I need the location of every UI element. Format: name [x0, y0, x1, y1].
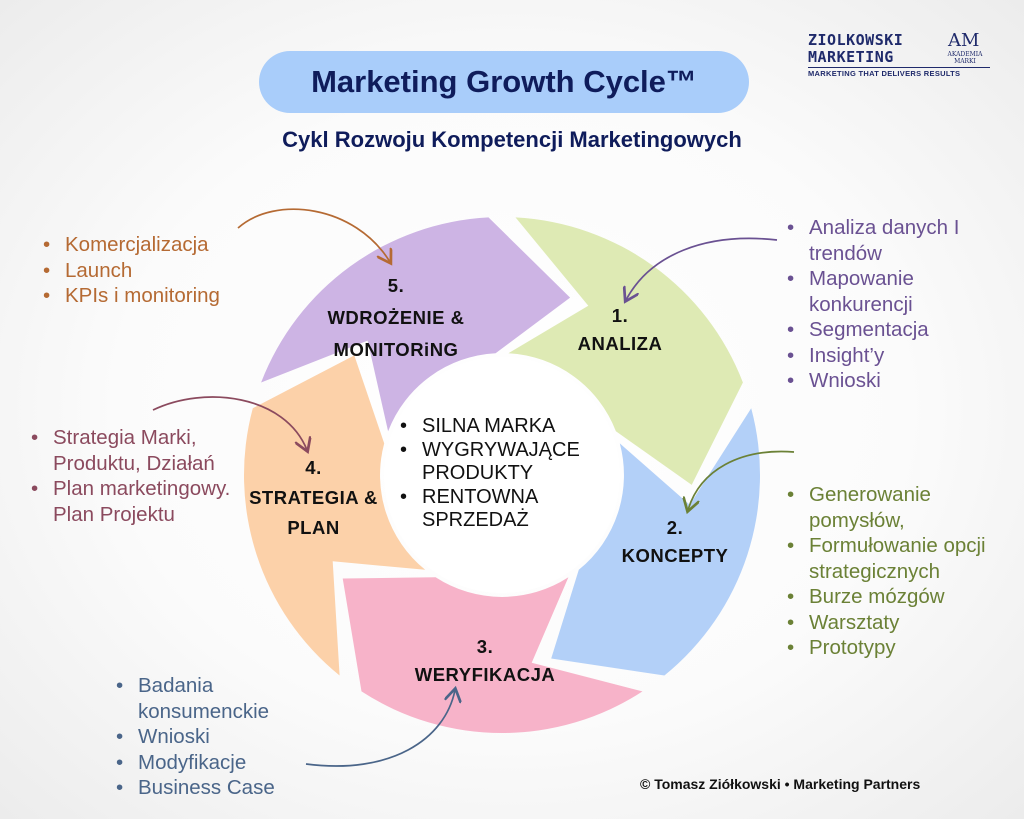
segment-number: 1.: [611, 305, 629, 326]
segment-name: WDROŻENIE & MONITORiNG: [327, 307, 465, 360]
bullet-item: Insight’y: [781, 343, 996, 369]
bullet-item: Warsztaty: [781, 610, 996, 636]
center-outcomes-list: SILNA MARKA WYGRYWAJĄCE PRODUKTY RENTOWN…: [398, 415, 622, 533]
segment-name: ANALIZA: [577, 333, 663, 354]
page-title: Marketing Growth Cycle™: [311, 64, 697, 99]
segment-label-wdrozenie: 5. WDROŻENIE & MONITORiNG: [296, 270, 496, 366]
logo-divider: [808, 67, 990, 68]
bullet-item: Prototypy: [781, 635, 996, 661]
arrow-to-strategia: [152, 396, 307, 450]
arrow-to-wdrozenie: [237, 208, 390, 262]
segment-number: 2.: [666, 517, 684, 538]
logo-mark-sub: AKADEMIA MARKI: [947, 51, 983, 65]
bullet-item: Formułowanie opcji strategicznych: [781, 533, 996, 584]
wdrozenie-bullets: Komercjalizacja Launch KPIs i monitoring: [37, 232, 277, 309]
center-item: RENTOWNA SPRZEDAŻ: [398, 486, 572, 533]
bullet-item: Strategia Marki, Produktu, Działań: [25, 425, 235, 476]
segment-label-strategia: 4. STRATEGIA & PLAN: [246, 453, 381, 543]
analiza-bullets: Analiza danych I trendów Mapowanie konku…: [781, 215, 996, 394]
bullet-item: Badania konsumenckie: [110, 673, 310, 724]
bullet-item: Segmentacja: [781, 317, 996, 343]
bullet-item: Wnioski: [781, 368, 996, 394]
koncepty-bullets: Generowanie pomysłów, Formułowanie opcji…: [781, 482, 996, 661]
arrow-to-analiza: [626, 237, 778, 300]
bullet-item: Plan marketingowy. Plan Projektu: [25, 476, 235, 527]
bullet-item: Wnioski: [110, 724, 310, 750]
segment-label-analiza: 1. ANALIZA: [560, 302, 680, 358]
segment-number: 4.: [305, 457, 322, 478]
segment-wdrozenie: [243, 355, 426, 676]
segment-analiza: [261, 217, 571, 432]
bullet-item: Analiza danych I trendów: [781, 215, 996, 266]
arrow-to-weryfikacja: [305, 690, 455, 767]
segment-name: WERYFIKACJA: [414, 664, 556, 685]
segment-strategia: [342, 577, 643, 734]
copyright-footer: © Tomasz Ziółkowski • Marketing Partners: [640, 776, 921, 792]
bullet-item: Generowanie pomysłów,: [781, 482, 996, 533]
logo-line-2: MARKETING: [808, 48, 894, 66]
segment-name: KONCEPTY: [621, 545, 729, 566]
center-item: WYGRYWAJĄCE PRODUKTY: [398, 439, 622, 486]
strategia-bullets: Strategia Marki, Produktu, Działań Plan …: [25, 425, 235, 527]
logo-tagline: MARKETING THAT DELIVERS RESULTS: [808, 69, 961, 78]
brand-logo: ZIOLKOWSKI MARKETING MARKETING THAT DELI…: [808, 30, 994, 81]
logo-mark: AM: [948, 30, 980, 51]
center-item: SILNA MARKA: [398, 415, 622, 439]
bullet-item: Burze mózgów: [781, 584, 996, 610]
bullet-item: Mapowanie konkurencji: [781, 266, 996, 317]
bullet-item: Business Case: [110, 775, 310, 801]
title-banner: Marketing Growth Cycle™: [259, 51, 749, 113]
bullet-item: Launch: [37, 258, 277, 284]
bullet-item: KPIs i monitoring: [37, 283, 277, 309]
bullet-item: Modyfikacje: [110, 750, 310, 776]
segment-number: 5.: [387, 275, 405, 296]
logo-line-1: ZIOLKOWSKI: [808, 31, 904, 49]
segment-name: STRATEGIA & PLAN: [249, 487, 378, 538]
bullet-item: Komercjalizacja: [37, 232, 277, 258]
segment-koncepty: [508, 217, 743, 485]
segment-label-koncepty: 2. KONCEPTY: [600, 514, 750, 570]
weryfikacja-bullets: Badania konsumenckie Wnioski Modyfikacje…: [110, 673, 310, 801]
segment-weryfikacja: [551, 408, 761, 676]
arrow-to-koncepty: [688, 450, 795, 510]
page-subtitle: Cykl Rozwoju Kompetencji Marketingowych: [282, 127, 742, 152]
segment-number: 3.: [476, 636, 494, 657]
segment-label-weryfikacja: 3. WERYFIKACJA: [385, 633, 585, 689]
